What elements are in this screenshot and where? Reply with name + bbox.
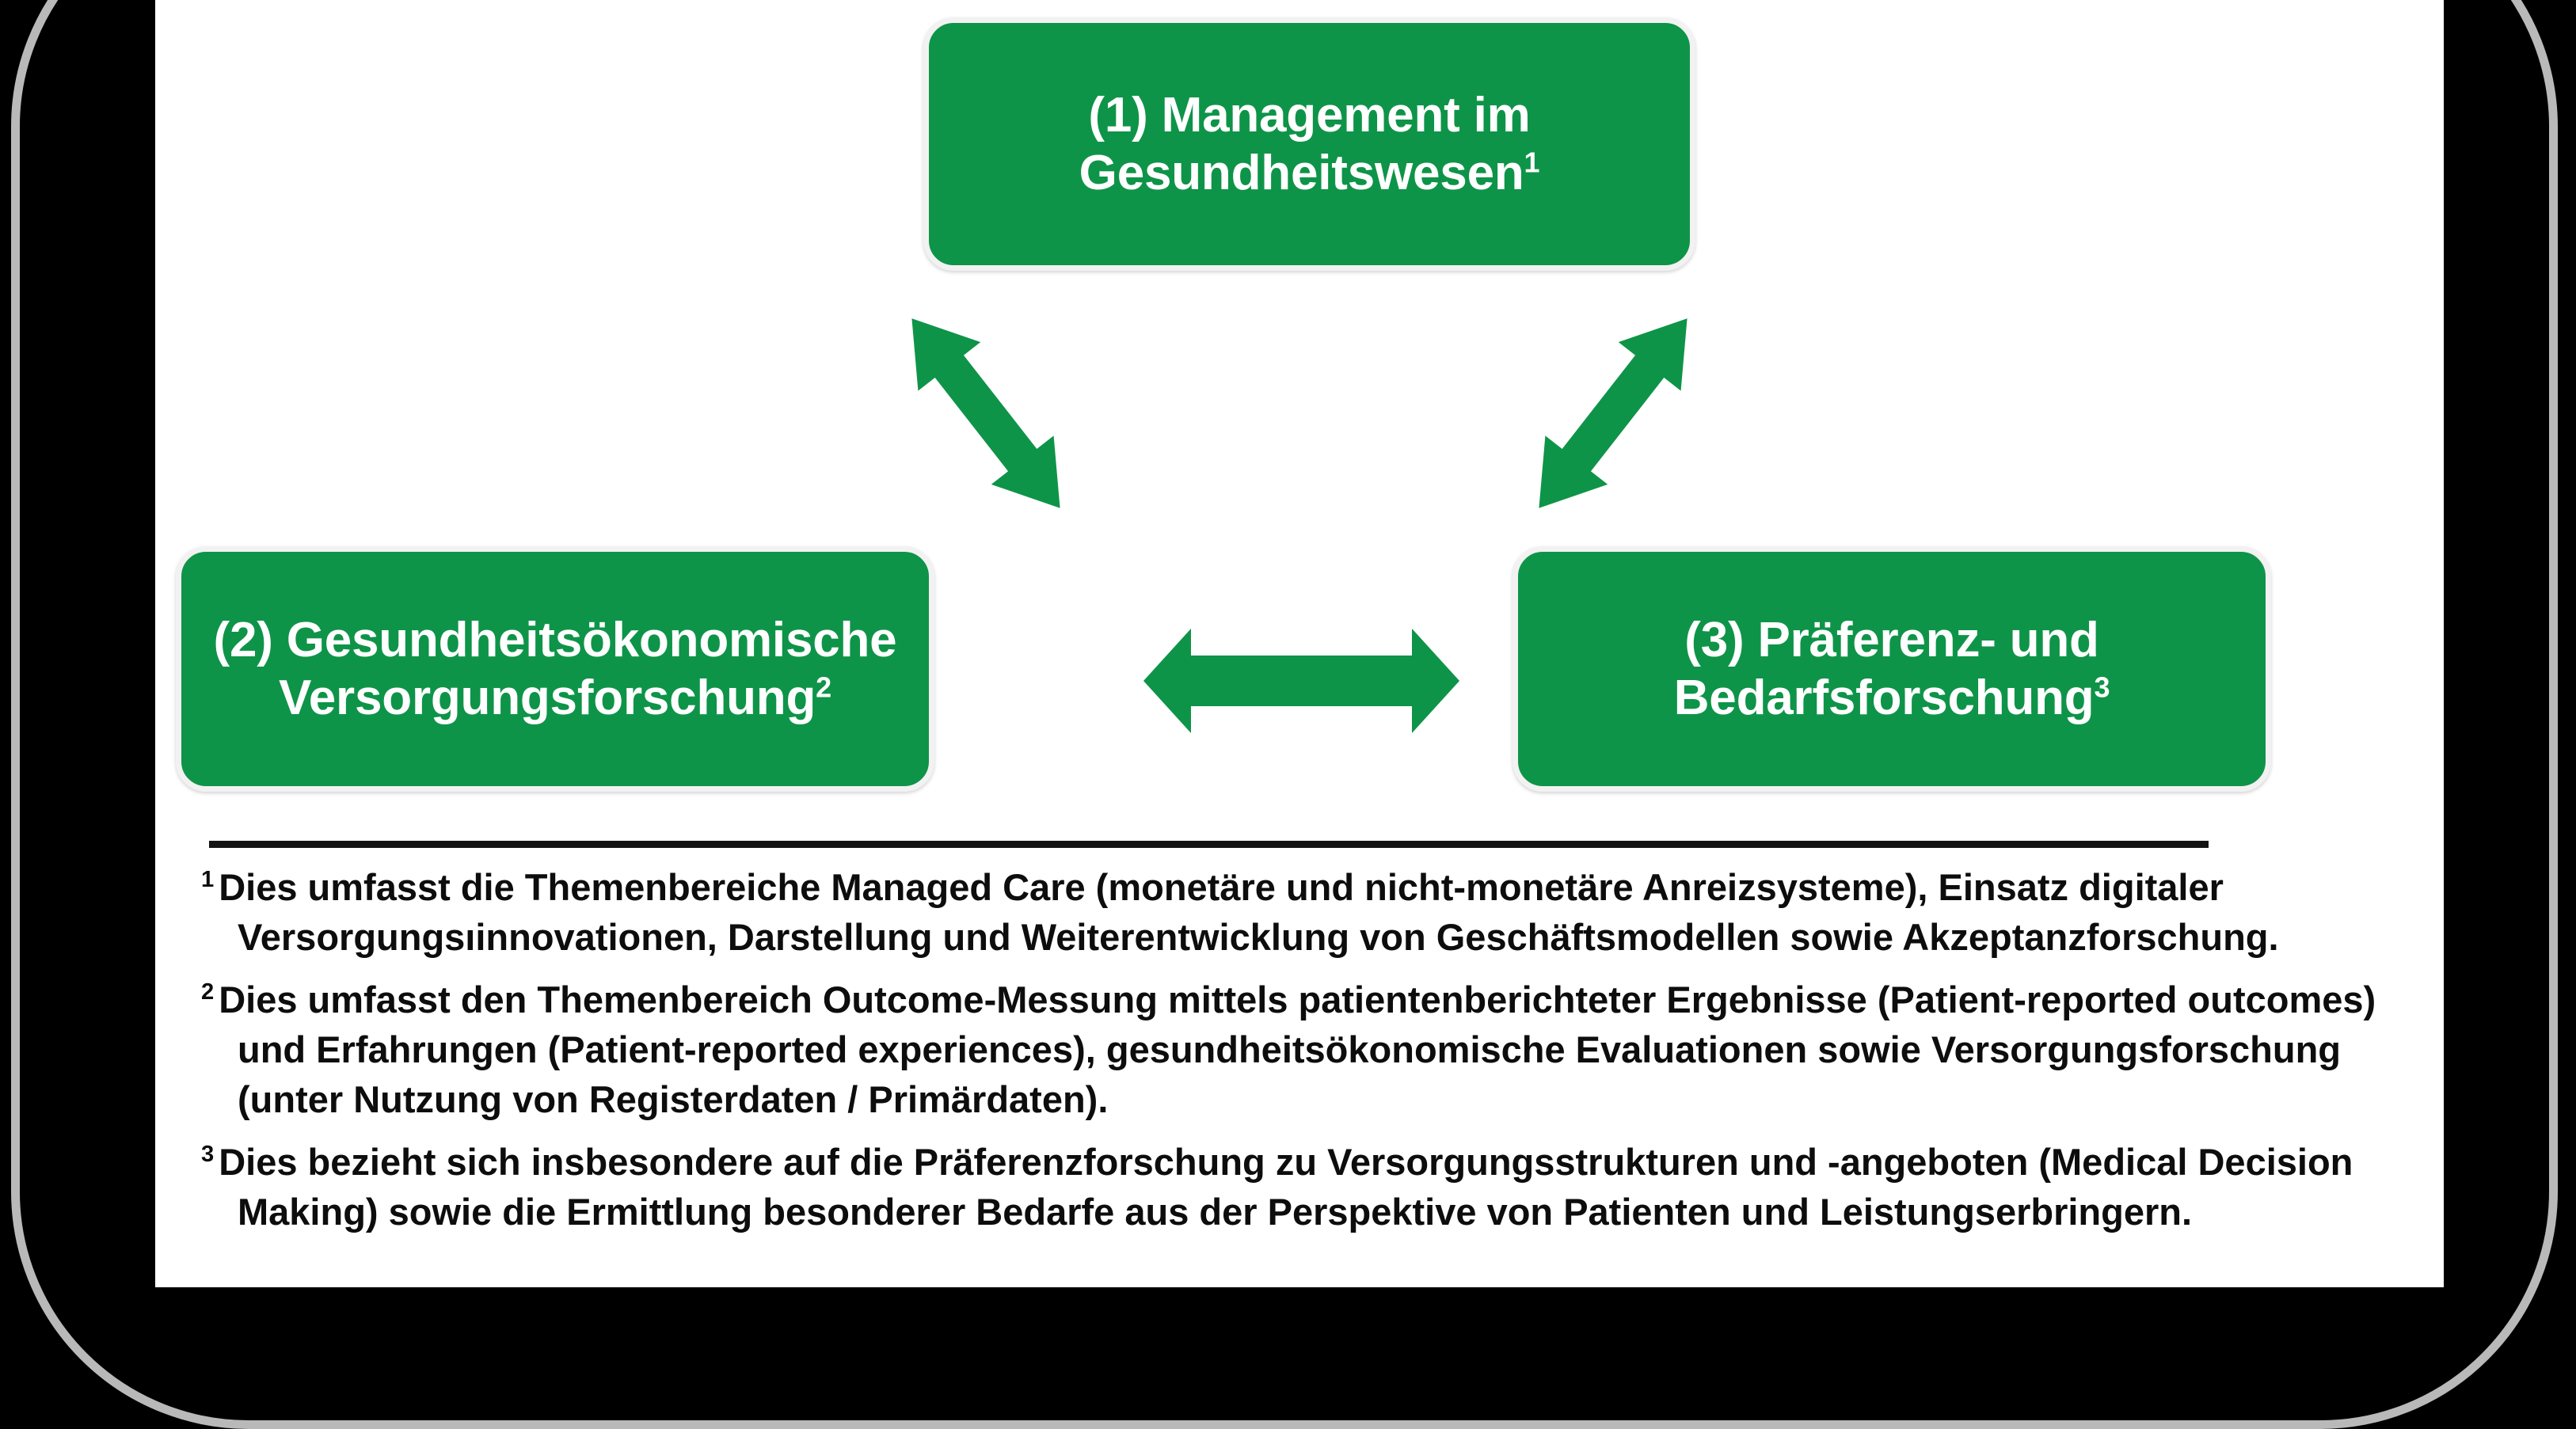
node-box-gesundheitsoekonomische-versorgungsforschung[interactable]: (2) Gesundheitsökonomische Versorgungsfo…	[176, 546, 934, 792]
double-arrow-icon-oekonomie-to-praeferenz	[1143, 629, 1459, 733]
node-3-line-1: (3) Präferenz- und	[1684, 612, 2099, 667]
node-1-line-1: (1) Management im	[1088, 87, 1531, 143]
node-3-label: (3) Präferenz- und Bedarfsforschung3	[1660, 611, 2125, 727]
node-box-management-im-gesundheitswesen[interactable]: (1) Management im Gesundheitswesen1	[923, 17, 1695, 271]
figure-sheet: (1) Management im Gesundheitswesen1 (2) …	[155, 0, 2444, 1287]
double-arrow-icon-management-to-praeferenz	[1539, 318, 1688, 508]
footnote-3-marker: 3	[201, 1142, 215, 1168]
node-2-line-1: (2) Gesundheitsökonomische	[213, 612, 897, 667]
footnote-1-text: Dies umfasst die Themenbereiche Managed …	[219, 866, 2279, 958]
node-2-superscript: 2	[816, 671, 831, 704]
node-2-label: (2) Gesundheitsökonomische Versorgungsfo…	[200, 611, 911, 727]
footnote-separator-rule	[209, 841, 2209, 848]
node-box-praeferenz-und-bedarfsforschung[interactable]: (3) Präferenz- und Bedarfsforschung3	[1512, 546, 2271, 792]
footnote-1-marker: 1	[201, 867, 215, 893]
footnote-2-marker: 2	[201, 979, 215, 1005]
node-1-superscript: 1	[1524, 146, 1540, 179]
node-2-line-2: Versorgungsforschung	[279, 671, 816, 725]
node-3-line-2: Bedarfsforschung	[1673, 671, 2095, 725]
figure-canvas: (1) Management im Gesundheitswesen1 (2) …	[11, 0, 2558, 1429]
footnote-2-text: Dies umfasst den Themenbereich Outcome-M…	[219, 978, 2376, 1120]
footnote-3-text: Dies bezieht sich insbesondere auf die P…	[219, 1140, 2353, 1233]
double-arrow-icon-management-to-oekonomie	[911, 318, 1060, 508]
node-3-superscript: 3	[2094, 671, 2110, 704]
node-1-label: (1) Management im Gesundheitswesen1	[1065, 86, 1554, 202]
node-1-line-2: Gesundheitswesen	[1079, 146, 1524, 200]
